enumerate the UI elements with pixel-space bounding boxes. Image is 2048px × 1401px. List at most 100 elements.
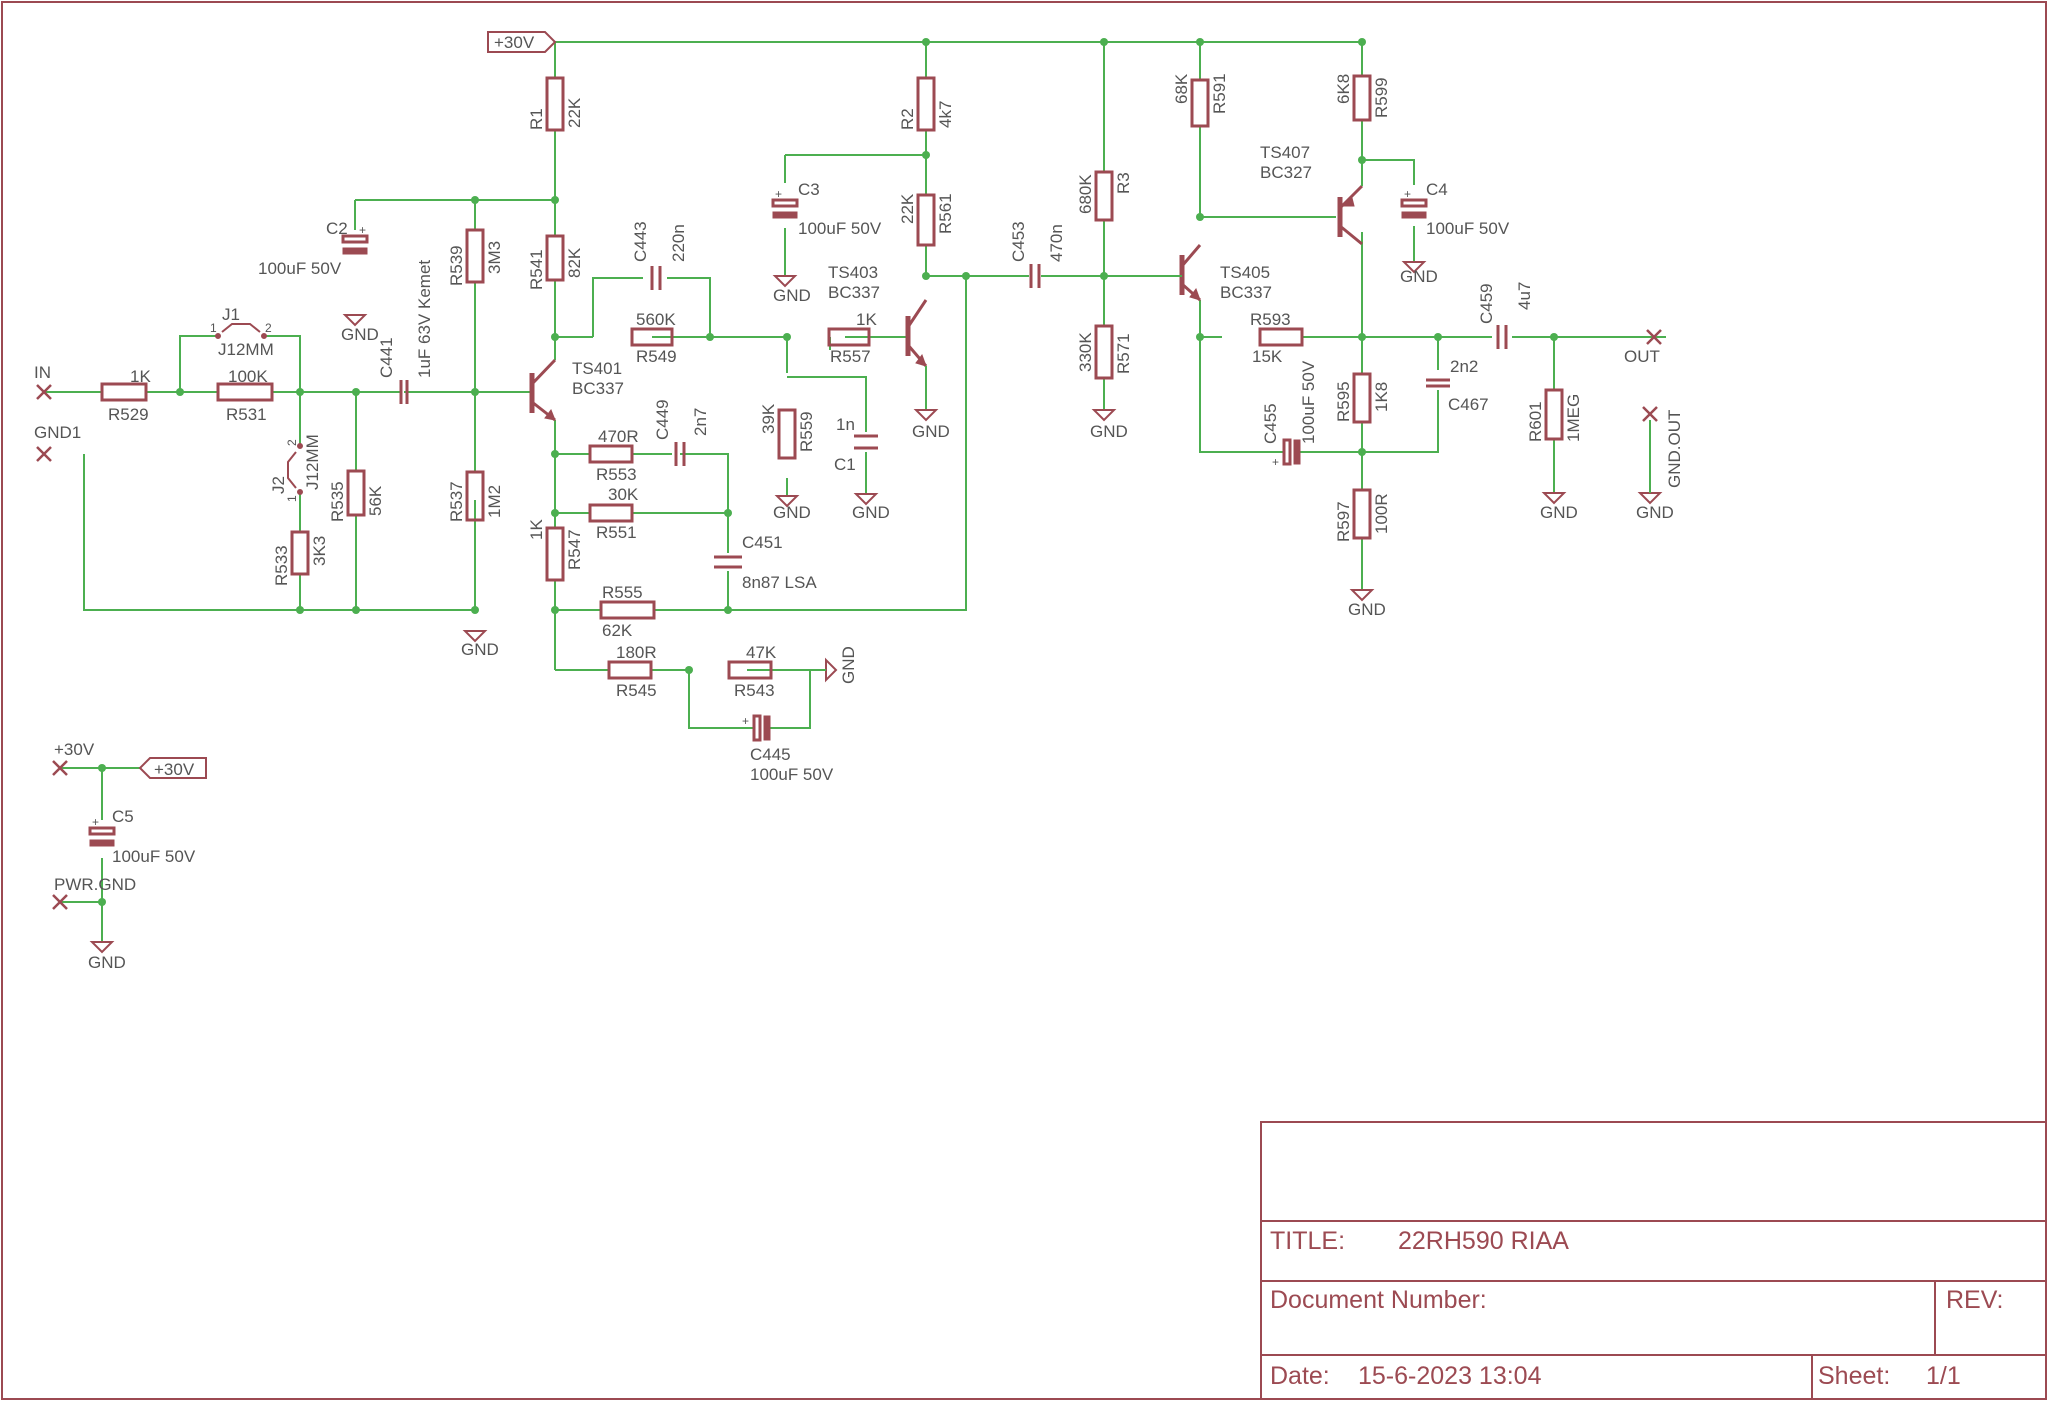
resistor-r539: [465, 228, 485, 284]
resistor-r593: [1258, 327, 1304, 347]
resistor-r533: [290, 530, 310, 576]
capacitor-c467: [1426, 378, 1450, 388]
r541-value: 82K: [565, 247, 584, 278]
in-label: IN: [34, 363, 51, 382]
c467-name: C467: [1448, 395, 1489, 414]
r539-name: R539: [447, 245, 466, 286]
resistor-r531: [216, 382, 274, 402]
r561-value: 22K: [898, 193, 917, 224]
gnd-label: GND: [1400, 267, 1438, 286]
resistor-r553: [588, 444, 634, 464]
gnd-label: GND: [773, 286, 811, 305]
capacitor-c3: +: [771, 187, 799, 219]
r549-value: 560K: [636, 310, 676, 329]
gnd-label: GND: [1540, 503, 1578, 522]
r543-value: 47K: [746, 643, 777, 662]
r571-name: R571: [1114, 333, 1133, 374]
title-label: TITLE:: [1270, 1227, 1345, 1255]
j1-type: J12MM: [218, 340, 274, 359]
capacitor-c449: [674, 442, 686, 466]
jumper-j1: [215, 323, 267, 339]
r557-value: 1K: [856, 310, 877, 329]
r555-value: 62K: [602, 621, 633, 640]
resistor-r551: [588, 503, 634, 523]
r553-name: R553: [596, 465, 637, 484]
c441-name: C441: [377, 337, 396, 378]
c443-name: C443: [631, 221, 650, 262]
c4-value: 100uF 50V: [1426, 219, 1510, 238]
r559-value: 39K: [759, 403, 778, 434]
c459-name: C459: [1477, 283, 1496, 324]
date-label: Date:: [1270, 1362, 1330, 1390]
r547-value: 1K: [527, 519, 546, 540]
gnd-out-label: GND.OUT: [1665, 410, 1684, 488]
resistor-r537: [465, 470, 485, 522]
c1-name: C1: [834, 455, 856, 474]
r561-name: R561: [936, 193, 955, 234]
r591-value: 68K: [1172, 73, 1191, 104]
resistor-r2: [916, 76, 936, 132]
transistor-ts407: [1337, 160, 1364, 246]
capacitor-c445: +: [742, 714, 771, 742]
transistor-ts401: [529, 358, 557, 422]
j2-type: J12MM: [303, 434, 322, 490]
c445-value: 100uF 50V: [750, 765, 834, 784]
capacitor-c453: [1029, 264, 1041, 288]
gnd-label: GND: [912, 422, 950, 441]
supply-label-top: +30V: [494, 33, 535, 52]
gnd-label: GND: [1348, 600, 1386, 619]
r2-value: 4k7: [936, 101, 955, 128]
c3-value: 100uF 50V: [798, 219, 882, 238]
c459-value: 4u7: [1515, 282, 1534, 310]
title-value: 22RH590 RIAA: [1398, 1227, 1569, 1255]
c445-name: C445: [750, 745, 791, 764]
r545-name: R545: [616, 681, 657, 700]
transistors: [529, 160, 1364, 422]
ts407-type: BC327: [1260, 163, 1312, 182]
r1-value: 22K: [565, 97, 584, 128]
r593-value: 15K: [1252, 347, 1283, 366]
r535-name: R535: [328, 481, 347, 522]
r549-name: R549: [636, 347, 677, 366]
c2-name: C2: [326, 219, 348, 238]
capacitor-c1: [854, 434, 878, 450]
resistor-r547: [545, 526, 565, 582]
r547-name: R547: [565, 529, 584, 570]
supply-flag-top: [487, 31, 557, 53]
resistors: [100, 74, 1564, 680]
r543-name: R543: [734, 681, 775, 700]
gnd-label: GND: [1636, 503, 1674, 522]
j1-pin2: 2: [265, 321, 272, 335]
rev-label: REV:: [1946, 1286, 2003, 1314]
ts403-name: TS403: [828, 263, 878, 282]
gnd-label: GND: [1090, 422, 1128, 441]
resistor-r559: [777, 408, 797, 460]
r2-name: R2: [898, 108, 917, 130]
svg-text:+: +: [775, 187, 782, 201]
r597-value: 100R: [1372, 493, 1391, 534]
ts401-name: TS401: [572, 359, 622, 378]
r537-name: R537: [447, 481, 466, 522]
j1-name: J1: [222, 305, 240, 324]
r557-name: R557: [830, 347, 871, 366]
resistor-r597: [1352, 488, 1372, 540]
r533-name: R533: [272, 545, 291, 586]
r551-value: 30K: [608, 485, 639, 504]
c3-name: C3: [798, 180, 820, 199]
resistor-r549: [630, 327, 674, 347]
r541-name: R541: [527, 249, 546, 290]
resistor-r545: [607, 660, 653, 680]
j2-pin2: 2: [285, 439, 299, 446]
capacitor-c4: +: [1400, 187, 1428, 219]
sheet-label: Sheet:: [1818, 1362, 1890, 1390]
supply-label-left: +30V: [154, 760, 195, 779]
capacitor-c441: [399, 380, 409, 404]
j1-pin1: 1: [210, 321, 217, 335]
r553-value: 470R: [598, 427, 639, 446]
out-label: OUT: [1624, 347, 1660, 366]
c4-name: C4: [1426, 180, 1448, 199]
capacitor-c5: +: [88, 815, 116, 847]
ts407-name: TS407: [1260, 143, 1310, 162]
c453-name: C453: [1009, 221, 1028, 262]
